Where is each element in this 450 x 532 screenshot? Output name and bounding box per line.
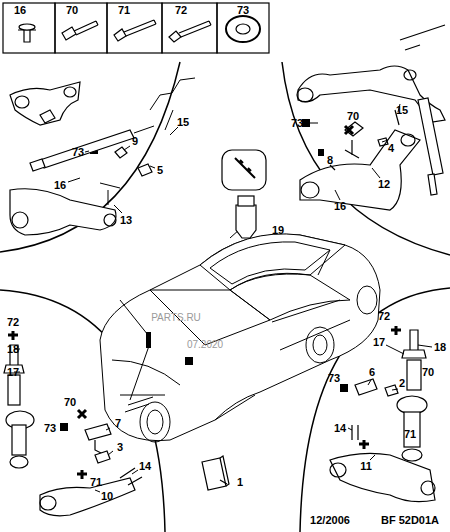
marker — [60, 119, 348, 431]
callout-number: 71 — [90, 477, 102, 488]
callout-number: 73 — [291, 118, 303, 129]
leader-line — [310, 104, 400, 200]
callout-number: 10 — [101, 491, 113, 502]
callout-number: 4 — [388, 143, 394, 154]
front-right-strut — [330, 330, 435, 502]
front-left-strut — [4, 345, 142, 516]
callout-number: 9 — [132, 136, 138, 147]
callout-number: 1 — [237, 477, 243, 488]
callout-number: 71 — [118, 5, 130, 16]
callout-number: 6 — [369, 367, 375, 378]
callout-number: 17 — [7, 367, 19, 378]
callout-number: 19 — [272, 225, 284, 236]
leader-line — [120, 220, 330, 400]
callout-number: 70 — [64, 397, 76, 408]
callout-number: 18 — [434, 342, 446, 353]
callout-number: 71 — [404, 429, 416, 440]
callout-number: 73 — [237, 5, 249, 16]
callout-number: 70 — [347, 111, 359, 122]
callout-number: 70 — [66, 5, 78, 16]
callout-number: 16 — [14, 5, 26, 16]
callout-number: 17 — [373, 337, 385, 348]
watermark: 07.2020 — [187, 340, 223, 350]
callout-number: 12 — [378, 179, 390, 190]
callout-number: 11 — [360, 461, 372, 472]
callout-number: 72 — [378, 311, 390, 322]
callout-number: 5 — [157, 165, 163, 176]
fastener-boxes — [3, 3, 269, 53]
callout-number: 73 — [44, 423, 56, 434]
callout-number: 15 — [177, 117, 189, 128]
front-left-upper — [10, 78, 195, 235]
callout-number: 13 — [120, 215, 132, 226]
callout-number: 73 — [328, 373, 340, 384]
rear-right-suspension — [297, 25, 445, 210]
callout-number: 14 — [334, 423, 346, 434]
callout-number: 16 — [334, 201, 346, 212]
watermark: PARTS.RU — [151, 313, 201, 323]
callout-number: 18 — [7, 344, 19, 355]
connector-part — [222, 150, 266, 238]
callout-number: 16 — [54, 180, 66, 191]
callout-number: 14 — [139, 461, 151, 472]
callout-number: 8 — [327, 155, 333, 166]
drawing-reference: 12/2006 — [310, 515, 350, 526]
drawing-reference: BF 52D01A — [381, 515, 439, 526]
callout-number: 72 — [7, 317, 19, 328]
location-markers — [146, 332, 193, 365]
callout-number: 7 — [115, 418, 121, 429]
callout-number: 70 — [422, 367, 434, 378]
callout-number: 3 — [117, 442, 123, 453]
leader-line — [14, 349, 138, 492]
car-body — [100, 234, 380, 442]
leader-line — [348, 345, 432, 460]
control-unit — [202, 456, 229, 490]
callout-number: 15 — [396, 105, 408, 116]
callout-number: 72 — [175, 5, 187, 16]
callout-number: 2 — [399, 378, 405, 389]
cross-marker — [8, 126, 416, 479]
region-divider — [0, 62, 450, 532]
callout-number: 73 — [72, 147, 84, 158]
leader-line — [68, 127, 178, 213]
